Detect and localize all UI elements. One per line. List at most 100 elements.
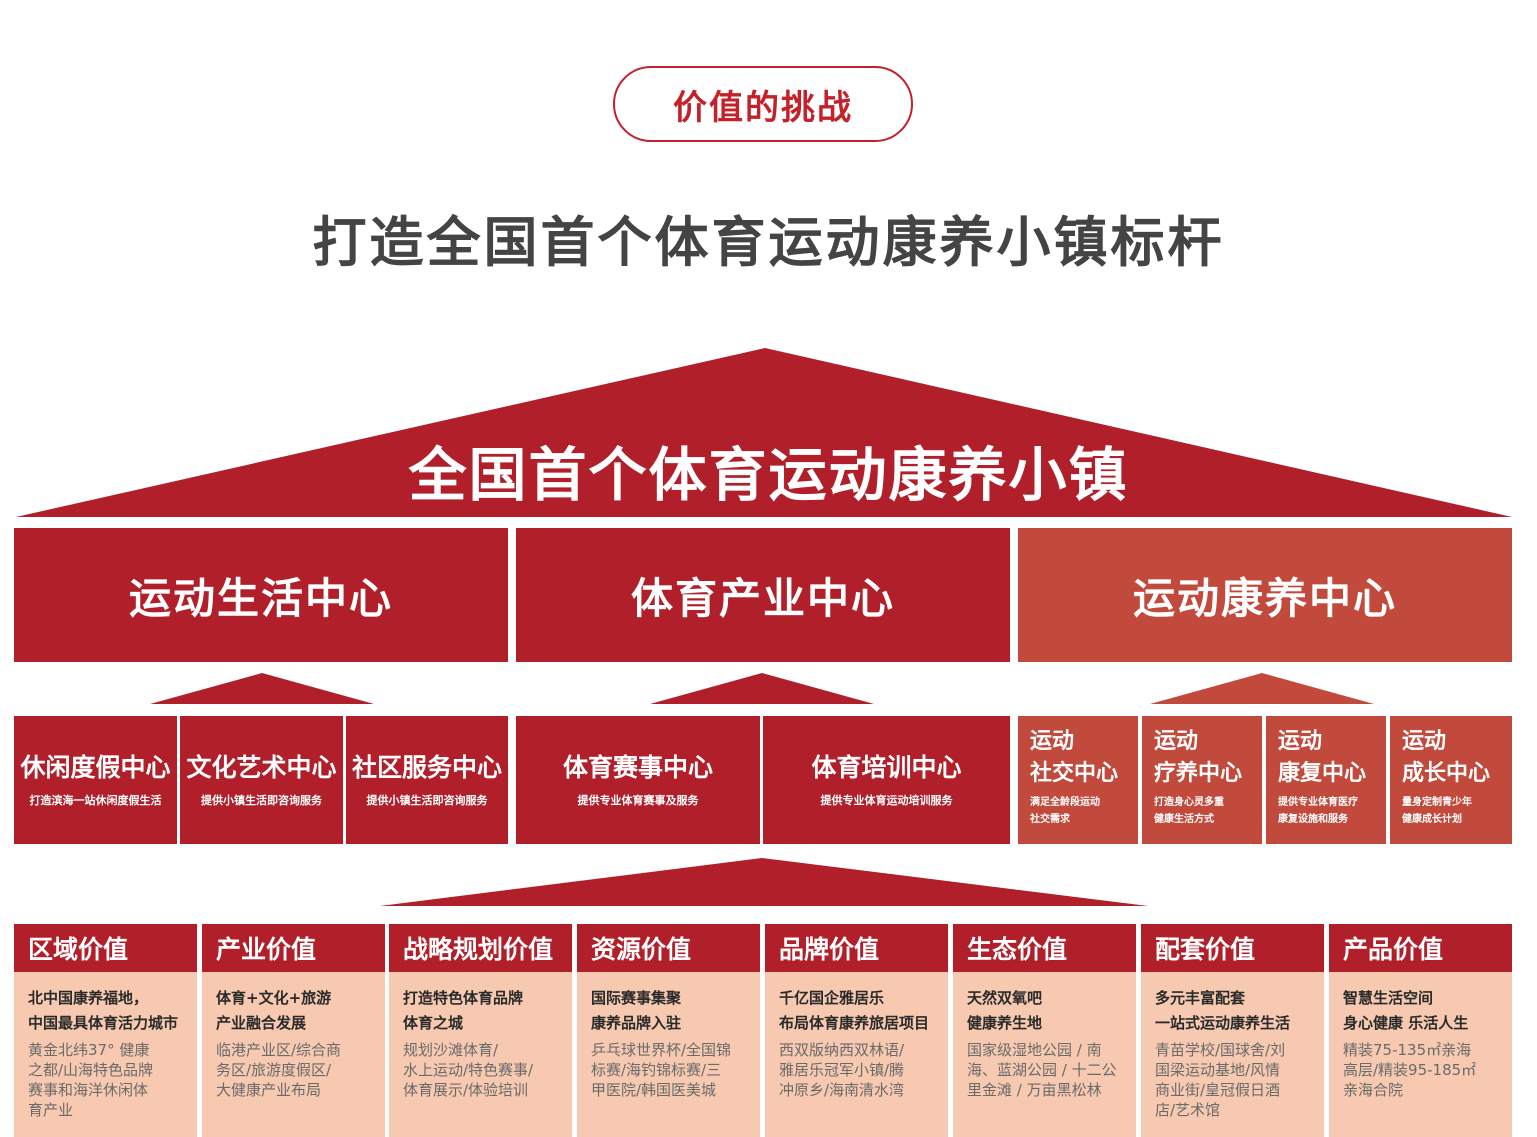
sub-center-social: 运动 社交中心 满足全龄段运动 社交需求 — [1018, 716, 1138, 844]
sub-center-desc-line1: 提供专业体育医疗 — [1278, 797, 1358, 808]
value-body-resources: 国际赛事集聚 康养品牌入驻 乒乓球世界杯/全国锦 标赛/海钓锦标赛/三 甲医院/… — [577, 972, 760, 1137]
value-note-line: 亲海合院 — [1343, 1081, 1404, 1099]
value-note-line: 里金滩 / 万亩黑松林 — [967, 1081, 1102, 1099]
sub-box-9 — [1390, 716, 1512, 844]
value-notes: 精装75-135㎡亲海 高层/精装95-185㎡ 亲海合院 — [1343, 1040, 1504, 1100]
sub-center-title-line2: 成长中心 — [1402, 761, 1491, 786]
value-note-line: 国家级湿地公园 / 南 — [967, 1041, 1102, 1059]
value-note-line: 店/艺术馆 — [1155, 1101, 1221, 1119]
value-body-strategy: 打造特色体育品牌 体育之城 规划沙滩体育/ 水上运动/特色赛事/ 体育展示/体验… — [389, 972, 572, 1137]
value-key-line: 智慧生活空间 — [1343, 989, 1434, 1007]
value-note-line: 标赛/海钓锦标赛/三 — [591, 1061, 722, 1079]
value-note-line: 大健康产业布局 — [216, 1081, 322, 1099]
sub-center-desc: 提供小镇生活即咨询服务 — [201, 794, 322, 807]
value-note-line: 务区/旅游度假区/ — [216, 1061, 332, 1079]
value-title-amenities: 配套价值 — [1141, 924, 1324, 972]
sub-center-leisure: 休闲度假中心 打造滨海一站休闲度假生活 — [14, 716, 177, 844]
center-label-sport-industry: 体育产业中心 — [630, 573, 895, 623]
value-note-line: 规划沙滩体育/ — [403, 1041, 499, 1059]
sub-center-desc-line1: 量身定制青少年 — [1402, 797, 1472, 808]
value-key-line: 体育+文化+旅游 — [216, 989, 332, 1007]
value-key-line: 国际赛事集聚 — [591, 989, 682, 1007]
sub-box-8 — [1266, 716, 1386, 844]
value-notes: 青苗学校/国球舍/刘 国梁运动基地/风情 商业街/皇冠假日酒 店/艺术馆 — [1155, 1040, 1316, 1120]
main-roof — [16, 348, 1512, 517]
small-roof-1 — [150, 673, 374, 704]
sub-center-title-line1: 运动 — [1402, 729, 1447, 754]
sub-center-growth: 运动 成长中心 量身定制青少年 健康成长计划 — [1390, 716, 1512, 844]
sub-center-desc-line2: 健康成长计划 — [1402, 814, 1462, 825]
sub-center-desc: 打造滨海一站休闲度假生活 — [29, 794, 162, 807]
sub-box-4 — [516, 716, 760, 844]
value-body-brand: 千亿国企雅居乐 布局体育康养旅居项目 西双版纳西双林语/ 雅居乐冠军小镇/腾 冲… — [765, 972, 948, 1137]
value-notes: 国家级湿地公园 / 南 海、蓝湖公园 / 十二公 里金滩 / 万亩黑松林 — [967, 1040, 1128, 1100]
value-key-line: 中国最具体育活力城市 — [28, 1014, 179, 1032]
value-key-line: 打造特色体育品牌 — [403, 989, 524, 1007]
value-note-line: 雅居乐冠军小镇/腾 — [779, 1061, 905, 1079]
value-note-line: 国梁运动基地/风情 — [1155, 1061, 1281, 1079]
value-note-line: 冲原乡/海南清水湾 — [779, 1081, 905, 1099]
center-block-sport-wellness — [1018, 528, 1512, 662]
value-title-product: 产品价值 — [1329, 924, 1512, 972]
sub-center-title: 体育赛事中心 — [562, 753, 713, 782]
value-key-line: 北中国康养福地， — [28, 989, 149, 1007]
sub-center-desc-line2: 康复设施和服务 — [1278, 814, 1348, 825]
sub-box-5 — [763, 716, 1010, 844]
value-title-brand: 品牌价值 — [765, 924, 948, 972]
center-label-sport-wellness: 运动康养中心 — [1132, 573, 1397, 623]
value-title-ecology: 生态价值 — [953, 924, 1136, 972]
value-note-line: 体育展示/体验培训 — [403, 1081, 529, 1099]
value-body-product: 智慧生活空间 身心健康 乐活人生 精装75-135㎡亲海 高层/精装95-185… — [1329, 972, 1512, 1137]
value-key-line: 康养品牌入驻 — [591, 1014, 682, 1032]
value-key-line: 布局体育康养旅居项目 — [779, 1014, 930, 1032]
value-body-ecology: 天然双氧吧 健康养生地 国家级湿地公园 / 南 海、蓝湖公园 / 十二公 里金滩… — [953, 972, 1136, 1137]
sub-center-title-line2: 社交中心 — [1030, 761, 1119, 786]
value-key-line: 产业融合发展 — [216, 1014, 307, 1032]
sub-box-6 — [1018, 716, 1138, 844]
sub-center-title: 体育培训中心 — [811, 753, 962, 782]
value-key-line: 身心健康 乐活人生 — [1343, 1014, 1469, 1032]
value-title-region: 区域价值 — [14, 924, 197, 972]
sub-center-title: 休闲度假中心 — [20, 753, 171, 782]
value-key-line: 健康养生地 — [967, 1014, 1043, 1032]
value-notes: 黄金北纬37° 健康 之都/山海特色品牌 赛事和海洋休闲体 育产业 — [28, 1040, 189, 1120]
value-notes: 乒乓球世界杯/全国锦 标赛/海钓锦标赛/三 甲医院/韩国医美城 — [591, 1040, 752, 1100]
value-note-line: 之都/山海特色品牌 — [28, 1061, 154, 1079]
value-note-line: 水上运动/特色赛事/ — [403, 1061, 534, 1079]
value-body-industry: 体育+文化+旅游 产业融合发展 临港产业区/综合商 务区/旅游度假区/ 大健康产… — [202, 972, 385, 1137]
sub-center-title-line1: 运动 — [1278, 729, 1323, 754]
value-key-line: 天然双氧吧 — [967, 989, 1043, 1007]
value-note-line: 精装75-135㎡亲海 — [1343, 1041, 1472, 1059]
sub-center-desc-line1: 打造身心灵多重 — [1154, 797, 1224, 808]
value-key-line: 千亿国企雅居乐 — [779, 989, 885, 1007]
sub-center-title-line1: 运动 — [1154, 729, 1199, 754]
center-block-sport-industry — [516, 528, 1010, 662]
value-notes: 规划沙滩体育/ 水上运动/特色赛事/ 体育展示/体验培训 — [403, 1040, 564, 1100]
sub-box-2 — [180, 716, 343, 844]
sub-center-title: 文化艺术中心 — [186, 753, 337, 782]
value-note-line: 临港产业区/综合商 — [216, 1041, 342, 1059]
sub-center-title-line1: 运动 — [1030, 729, 1075, 754]
value-key-line: 体育之城 — [403, 1014, 464, 1032]
sub-center-desc-line1: 满足全龄段运动 — [1030, 797, 1100, 808]
value-key-line: 多元丰富配套 — [1155, 989, 1246, 1007]
sub-center-desc: 提供小镇生活即咨询服务 — [366, 794, 488, 807]
base-roof — [380, 858, 1148, 906]
value-note-line: 乒乓球世界杯/全国锦 — [591, 1041, 732, 1059]
center-label-sport-life: 运动生活中心 — [128, 573, 393, 623]
sub-center-title: 社区服务中心 — [351, 753, 502, 782]
sub-center-recuperation: 运动 疗养中心 打造身心灵多重 健康生活方式 — [1142, 716, 1262, 844]
sub-center-desc-line2: 社交需求 — [1030, 814, 1070, 825]
value-key-line: 一站式运动康养生活 — [1155, 1014, 1291, 1032]
value-body-region: 北中国康养福地， 中国最具体育活力城市 黄金北纬37° 健康 之都/山海特色品牌… — [14, 972, 197, 1137]
page-subtitle: 打造全国首个体育运动康养小镇标杆 — [312, 211, 1225, 274]
sub-center-training: 体育培训中心 提供专业体育运动培训服务 — [763, 716, 1010, 844]
value-title-resources: 资源价值 — [577, 924, 760, 972]
roof-title: 全国首个体育运动康养小镇 — [408, 441, 1129, 509]
base-line — [14, 918, 1512, 924]
value-body-amenities: 多元丰富配套 一站式运动康养生活 青苗学校/国球舍/刘 国梁运动基地/风情 商业… — [1141, 972, 1324, 1137]
value-note-line: 西双版纳西双林语/ — [779, 1041, 905, 1059]
small-roof-2 — [650, 673, 874, 704]
sub-center-title-line2: 疗养中心 — [1154, 761, 1243, 786]
